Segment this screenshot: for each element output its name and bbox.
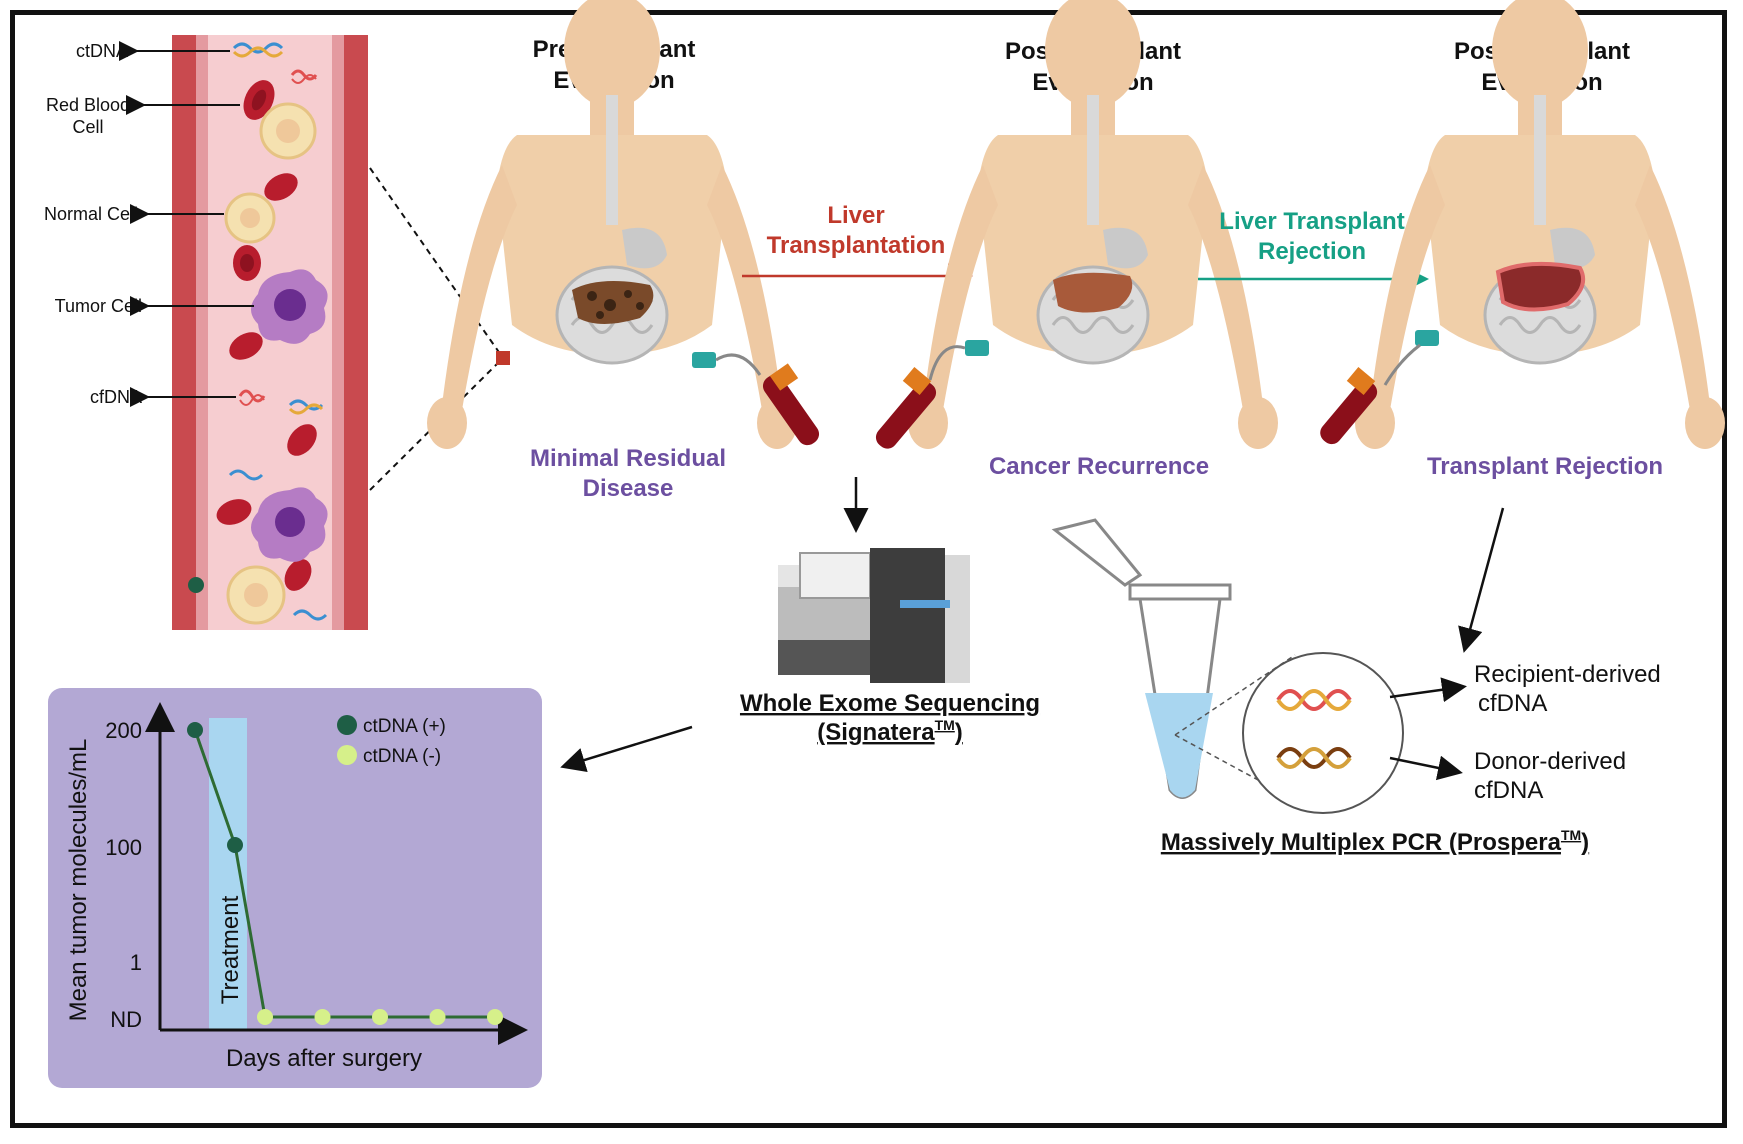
label-ctdna: ctDNA [76,41,128,61]
ctdna-chart: Treatment 200 100 1 ND Mean tumor molecu… [48,688,542,1088]
y-tick-label: 200 [105,718,142,743]
stage-caption: Disease [583,475,674,502]
svg-text:Transplantation: Transplantation [767,232,946,259]
mmpcr-label: Massively Multiplex PCR (ProsperaTM) [1161,827,1589,856]
plot-area [187,722,503,1025]
donor-label-2: cfDNA [1474,777,1543,804]
y-tick-label: 100 [105,835,142,860]
ctdna-fragment-icon [232,42,284,58]
sequencer-machine-icon [778,548,970,683]
treatment-label: Treatment [217,895,244,1004]
chart-background [48,688,542,1088]
stage-caption: Minimal Residual [530,445,726,472]
transition-liver-transplantation: Liver Transplantation [742,202,973,289]
legend-label-negative: ctDNA (-) [363,746,441,767]
stage-caption: Transplant Rejection [1427,453,1663,480]
y-tick-label: 1 [130,950,142,975]
donor-label: Donor-derived [1474,748,1626,775]
diseased-liver-icon [572,281,654,324]
blood-draw-tube-icon [692,352,820,446]
label-red-blood: Red Blood [46,95,130,115]
recipient-label-2: cfDNA [1478,690,1547,717]
pcr-tube-icon [1051,518,1232,799]
y-tick-label: ND [110,1007,142,1032]
data-point-positive [227,837,243,853]
data-point-negative [314,1009,331,1025]
x-axis-label: Days after surgery [226,1045,422,1072]
data-point-negative [257,1009,273,1025]
label-cfdna: cfDNA [90,387,142,407]
wes-label: Whole Exome Sequencing [740,690,1040,717]
blood-draw-tube-icon [875,340,989,449]
label-normal-cell: Normal Cell [44,204,138,224]
stage-pre-transplant: Pre-transplant Evaluation Minimal Residu… [425,0,820,502]
svg-text:Rejection: Rejection [1258,238,1366,265]
recipient-dna-icon [1276,689,1352,711]
recipient-label: Recipient-derived [1474,661,1661,688]
y-axis-label: Mean tumor molecules/mL [65,739,92,1022]
legend-marker-positive [337,715,357,735]
donor-dna-icon [1276,747,1352,769]
legend-label-positive: ctDNA (+) [363,716,446,737]
data-point-negative [487,1009,503,1025]
blood-vessel-illustration [172,35,368,630]
data-point-positive [187,722,203,738]
svg-text:Liver: Liver [827,202,884,229]
svg-text:Liver Transplant: Liver Transplant [1219,208,1404,235]
tumor-cell-icon [251,269,328,344]
stage-post-transplant-recurrence: Post-transplant Evaluation Cancer Recurr… [875,0,1280,480]
data-point-negative [372,1009,388,1025]
label-tumor-cell: Tumor Cell [55,296,142,316]
liver-icon [1053,272,1133,313]
vessel-labels: ctDNA Red Blood Cell Normal Cell Tumor C… [44,41,254,407]
rejected-liver-icon [1495,261,1585,312]
data-point-negative [429,1009,446,1025]
label-cell: Cell [72,117,103,137]
cfdna-fragment-icon [238,389,266,406]
dna-magnifier-circle [1242,652,1404,814]
stage-caption: Cancer Recurrence [989,453,1209,480]
wes-sublabel: (SignateraTM) [817,717,963,746]
transition-liver-transplant-rejection: Liver Transplant Rejection [1198,208,1429,292]
legend-marker-negative [337,745,357,765]
blood-draw-tube-icon [1320,330,1439,445]
stage-post-transplant-rejection: Post-transplant Evaluation Transplant Re… [1320,0,1727,480]
red-blood-cell-icon [243,80,275,120]
human-body-icon [1353,0,1727,451]
normal-cell-icon [259,102,317,160]
human-body-icon [425,0,799,451]
